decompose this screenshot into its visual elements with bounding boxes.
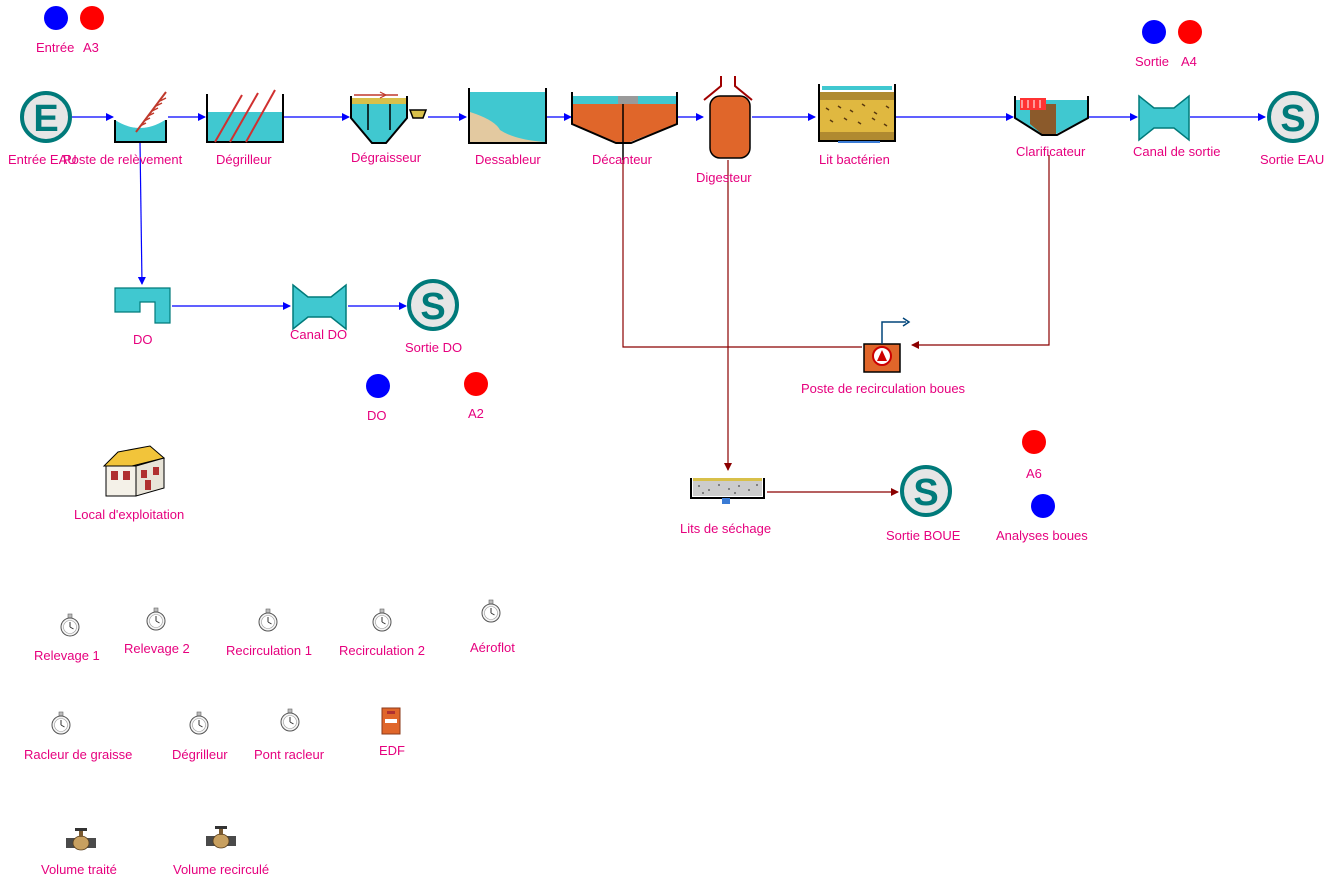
digesteur-tank[interactable] <box>703 76 753 159</box>
local-exploitation-label: Local d'exploitation <box>74 507 184 522</box>
poste-relevement-label: Poste de relèvement <box>63 152 183 167</box>
canal-do-label: Canal DO <box>290 327 347 342</box>
canal-do-channel[interactable] <box>292 283 347 331</box>
sludge-pipes <box>622 155 1050 496</box>
volume-traite-label: Volume traité <box>41 862 117 877</box>
indicator-do-dot[interactable] <box>366 374 390 398</box>
lit-bacterien-label: Lit bactérien <box>819 152 890 167</box>
indicator-a6-dot[interactable] <box>1022 430 1046 454</box>
timer-degrilleur-label: Dégrilleur <box>172 747 228 762</box>
dessableur-tank[interactable] <box>468 88 547 144</box>
timer-recirculation1-label: Recirculation 1 <box>226 643 312 658</box>
indicator-a2-dot[interactable] <box>464 372 488 396</box>
indicator-a2-label: A2 <box>468 406 484 421</box>
clarificateur-label: Clarificateur <box>1016 144 1086 159</box>
degraisseur-label: Dégraisseur <box>351 150 422 165</box>
timer-relevage2[interactable] <box>146 607 166 631</box>
timer-relevage1-label: Relevage 1 <box>34 648 100 663</box>
indicator-do-label: DO <box>367 408 387 423</box>
volume-recircule-meter-icon[interactable] <box>205 825 237 849</box>
indicators: Entrée A3 Sortie A4 DO A2 A6 Analyses bo… <box>36 6 1202 543</box>
sortie-boue-letter: S <box>913 472 938 514</box>
timer-aeroflot[interactable] <box>481 599 501 623</box>
poste-recirculation-pump[interactable] <box>863 317 911 373</box>
sortie-do-letter: S <box>420 286 445 328</box>
timer-aeroflot-label: Aéroflot <box>470 640 515 655</box>
water-pipes <box>72 113 1266 310</box>
timer-recirculation2-label: Recirculation 2 <box>339 643 425 658</box>
indicator-a3-label: A3 <box>83 40 99 55</box>
sortie-boue-label: Sortie BOUE <box>886 528 961 543</box>
poste-recirculation-label: Poste de recirculation boues <box>801 381 966 396</box>
sortie-boue-terminal[interactable]: S <box>900 465 952 517</box>
indicator-a4-dot[interactable] <box>1178 20 1202 44</box>
sortie-eau-terminal[interactable]: S <box>1267 91 1319 143</box>
lits-sechage-label: Lits de séchage <box>680 521 771 536</box>
volume-traite-meter-icon[interactable] <box>65 827 97 851</box>
indicator-sortie-dot[interactable] <box>1142 20 1166 44</box>
indicator-entree-label: Entrée <box>36 40 74 55</box>
timer-degrilleur[interactable] <box>189 711 209 735</box>
indicator-a6-label: A6 <box>1026 466 1042 481</box>
canal-sortie-channel[interactable] <box>1138 94 1190 142</box>
degraisseur-tank[interactable] <box>350 91 428 144</box>
degrilleur-tank[interactable] <box>206 89 284 143</box>
entree-terminal-letter: E <box>33 98 58 140</box>
sortie-eau-label: Sortie EAU <box>1260 152 1324 167</box>
canal-sortie-label: Canal de sortie <box>1133 144 1220 159</box>
sortie-do-label: Sortie DO <box>405 340 462 355</box>
timer-recirculation2[interactable] <box>372 608 392 632</box>
pipe-clarificateur-recirculation <box>911 155 1050 349</box>
indicator-entree-dot[interactable] <box>44 6 68 30</box>
indicator-sortie-label: Sortie <box>1135 54 1169 69</box>
decanteur-tank[interactable] <box>571 92 678 160</box>
entree-eau-label: Entrée EAU <box>8 152 77 167</box>
decanteur-label: Décanteur <box>592 152 653 167</box>
timer-relevage2-label: Relevage 2 <box>124 641 190 656</box>
dessableur-label: Dessableur <box>475 152 541 167</box>
clarificateur-tank[interactable] <box>1014 96 1089 136</box>
timer-pont-racleur[interactable] <box>280 708 300 732</box>
sortie-do-terminal[interactable]: S <box>407 279 459 331</box>
timer-relevage1[interactable] <box>60 613 80 637</box>
timer-recirculation1[interactable] <box>258 608 278 632</box>
digesteur-label: Digesteur <box>696 170 752 185</box>
sortie-eau-letter: S <box>1280 98 1305 140</box>
indicator-a3-dot[interactable] <box>80 6 104 30</box>
edf-meter-icon[interactable] <box>381 707 401 735</box>
poste-relevement-tank[interactable] <box>114 91 167 143</box>
pipe-relevement-to-do <box>137 141 146 285</box>
degrilleur-label: Dégrilleur <box>216 152 272 167</box>
lits-sechage-bed[interactable] <box>690 478 765 504</box>
pipe-decanteur-recirculation <box>622 160 862 348</box>
timer-racleur[interactable] <box>51 711 71 735</box>
entree-eau-terminal[interactable]: E <box>20 91 72 143</box>
timer-pont-racleur-label: Pont racleur <box>254 747 325 762</box>
lit-bacterien-tank[interactable] <box>818 84 896 143</box>
indicator-analyses-boues-dot[interactable] <box>1031 494 1055 518</box>
do-label: DO <box>133 332 153 347</box>
timer-racleur-label: Racleur de graisse <box>24 747 132 762</box>
indicator-a4-label: A4 <box>1181 54 1197 69</box>
local-exploitation-house-icon[interactable] <box>102 445 166 497</box>
volume-recircule-label: Volume recirculé <box>173 862 269 877</box>
do-weir[interactable] <box>114 287 171 324</box>
indicator-analyses-boues-label: Analyses boues <box>996 528 1088 543</box>
edf-label: EDF <box>379 743 405 758</box>
